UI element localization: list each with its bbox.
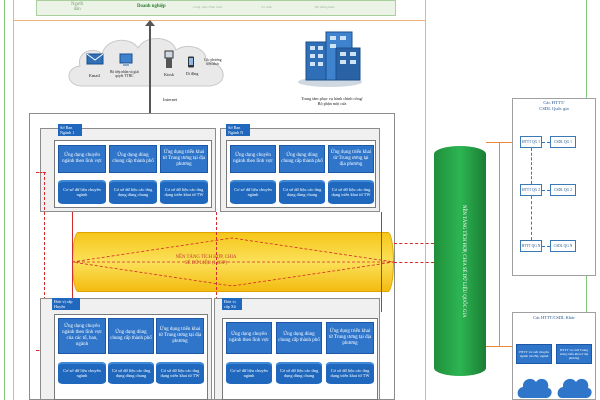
mobile-label: Di động xyxy=(186,72,199,76)
ngsp-label: NỀN TẢNG TÍCH HỢP, CHIA SẺ DỮ LIỆU QUỐC … xyxy=(461,204,466,318)
outer-green-line-left xyxy=(4,0,5,400)
db-central-n[interactable]: Cơ sở dữ liệu các ứng dụng triển khai từ… xyxy=(328,180,374,204)
department-n-tag: Sở Ban Ngành N xyxy=(226,124,250,136)
app-central-n[interactable]: Ứng dụng triển khai từ Trung ương tại đị… xyxy=(328,145,374,173)
outer-orange-line-right xyxy=(425,0,426,400)
other-channels-label: Các phương tiện khác xyxy=(204,58,222,67)
national-csdl-n[interactable]: CSDL QG N xyxy=(550,240,576,252)
app-specialized-1[interactable]: Ứng dụng chuyên ngành theo lĩnh vực xyxy=(58,145,106,173)
national-httt-1[interactable]: HTTT QG 1 xyxy=(520,136,542,148)
user-other-systems: Hệ thống khác xyxy=(315,5,335,9)
commune-db-shared[interactable]: Cơ sở dữ liệu các ứng dụng dùng chung xyxy=(276,362,322,384)
department-1-tag: Sở Ban Ngành 1 xyxy=(58,124,82,136)
app-shared-1[interactable]: Ứng dụng dùng chung cấp thành phố xyxy=(109,145,157,173)
national-link-1 xyxy=(542,142,550,143)
internet-label: Internet xyxy=(163,97,178,102)
red-vline-2 xyxy=(381,212,382,312)
lgsp-to-ngsp-link-2 xyxy=(394,262,434,263)
internet-line xyxy=(149,22,151,118)
district-db-central[interactable]: Cơ sở dữ liệu các ứng dụng triển khai từ… xyxy=(156,362,204,384)
outer-orange-line-left xyxy=(13,0,14,400)
internet-arrow-up xyxy=(145,20,155,26)
lgsp-dashed-links xyxy=(72,237,394,287)
national-vertical-2 xyxy=(531,196,532,240)
mobile-icon xyxy=(188,56,194,68)
national-csdl-1[interactable]: CSDL QG 1 xyxy=(550,136,576,148)
district-tag: Đơn vị cấp Huyện xyxy=(52,298,80,310)
other-systems-title: Các HTTT/CSDL Khác xyxy=(533,315,575,320)
national-link-n xyxy=(542,246,550,247)
commune-db-specialized[interactable]: Cơ sở dữ liệu chuyên ngành xyxy=(226,362,272,384)
other-central-local-systems[interactable]: HTTT và csdl Trung ương triển khai ở địa… xyxy=(556,344,592,364)
other-cloud-2-icon xyxy=(557,378,592,398)
lgsp-label: NỀN TẢNG TÍCH HỢP, CHIA SẺ DỮ LIỆU (LGSP… xyxy=(175,255,237,266)
commune-db-central[interactable]: Cơ sở dữ liệu các ứng dụng triển khai từ… xyxy=(326,362,374,384)
building-icon xyxy=(298,31,362,87)
ngsp-platform[interactable] xyxy=(434,146,486,376)
app-central-1[interactable]: Ứng dụng triển khai từ Trung ương tại đị… xyxy=(160,145,208,173)
db-specialized-1[interactable]: Cơ sở dữ liệu chuyên ngành xyxy=(58,180,106,204)
top-user-bar: Người dân Doanh nghiệp Công chức/Viên ch… xyxy=(36,0,396,16)
db-shared-n[interactable]: Cơ sở dữ liệu các ứng dụng dùng chung xyxy=(279,180,325,204)
outer-orange-line-top xyxy=(13,20,425,21)
user-officials: Công chức/Viên chức xyxy=(193,5,223,9)
user-business: Doanh nghiệp xyxy=(137,4,166,9)
app-shared-n[interactable]: Ứng dụng dùng chung cấp thành phố xyxy=(279,145,325,173)
email-icon xyxy=(86,53,104,65)
db-central-1[interactable]: Cơ sở dữ liệu các ứng dụng triển khai từ… xyxy=(160,180,208,204)
district-app-specialized[interactable]: Ứng dụng chuyên ngành theo lĩnh vực của … xyxy=(58,318,106,354)
db-specialized-n[interactable]: Cơ sở dữ liệu chuyên ngành xyxy=(230,180,276,204)
left-red-connector xyxy=(44,172,45,360)
service-center-label: Trung tâm phục vụ hành chính công/ Bộ ph… xyxy=(301,96,363,106)
app-specialized-n[interactable]: Ứng dụng chuyên ngành theo lĩnh vực xyxy=(230,145,276,173)
left-red-arrow-top xyxy=(36,172,46,173)
ngsp-to-national-line xyxy=(486,142,514,143)
email-label: Email xyxy=(89,73,100,78)
one-stop-label: Bộ tiếp nhận và giải quyết TTHC xyxy=(110,70,139,79)
national-csdl-2[interactable]: CSDL QG 2 xyxy=(550,184,576,196)
district-db-specialized[interactable]: Cơ sở dữ liệu chuyên ngành xyxy=(58,362,106,384)
one-stop-icon xyxy=(119,53,133,66)
district-db-shared[interactable]: Cơ sở dữ liệu các ứng dụng dùng chung xyxy=(108,362,154,384)
user-citizen: Người dân xyxy=(71,2,84,12)
national-systems-title: Các HTTT/ CSDL Quốc gia xyxy=(539,100,569,111)
orange-vertical-link xyxy=(499,142,500,346)
access-cloud xyxy=(68,38,224,87)
national-httt-2[interactable]: HTTT QG 2 xyxy=(520,184,542,196)
ngsp-to-other-line xyxy=(486,346,514,347)
commune-tag: Đơn vị cấp Xã xyxy=(222,298,242,310)
mid-red-connector xyxy=(216,212,217,300)
district-app-central[interactable]: Ứng dụng triển khai từ Trung ương tại đị… xyxy=(156,318,204,354)
red-vline-1 xyxy=(72,212,73,312)
user-organization: Tổ chức xyxy=(261,5,273,9)
other-cloud-1-icon xyxy=(517,378,552,398)
lgsp-to-ngsp-link xyxy=(394,243,434,244)
kiosk-label: Kiosk xyxy=(164,72,175,77)
commune-app-shared[interactable]: Ứng dụng dùng chung cấp thành phố xyxy=(276,322,322,354)
other-ministry-systems[interactable]: HTTT và csdl chuyên ngành của Bộ, ngành xyxy=(516,344,552,364)
db-shared-1[interactable]: Cơ sở dữ liệu các ứng dụng dùng chung xyxy=(109,180,157,204)
district-app-shared[interactable]: Ứng dụng dùng chung cấp thành phố xyxy=(108,318,154,354)
national-vertical-1 xyxy=(531,148,532,184)
commune-app-specialized[interactable]: Ứng dụng chuyên ngành theo lĩnh vực xyxy=(226,322,272,354)
national-httt-n[interactable]: HTTT QG N xyxy=(520,240,542,252)
kiosk-icon xyxy=(164,50,174,68)
national-link-2 xyxy=(542,190,550,191)
commune-app-central[interactable]: Ứng dụng triển khai từ Trung ương tại đị… xyxy=(326,322,374,354)
